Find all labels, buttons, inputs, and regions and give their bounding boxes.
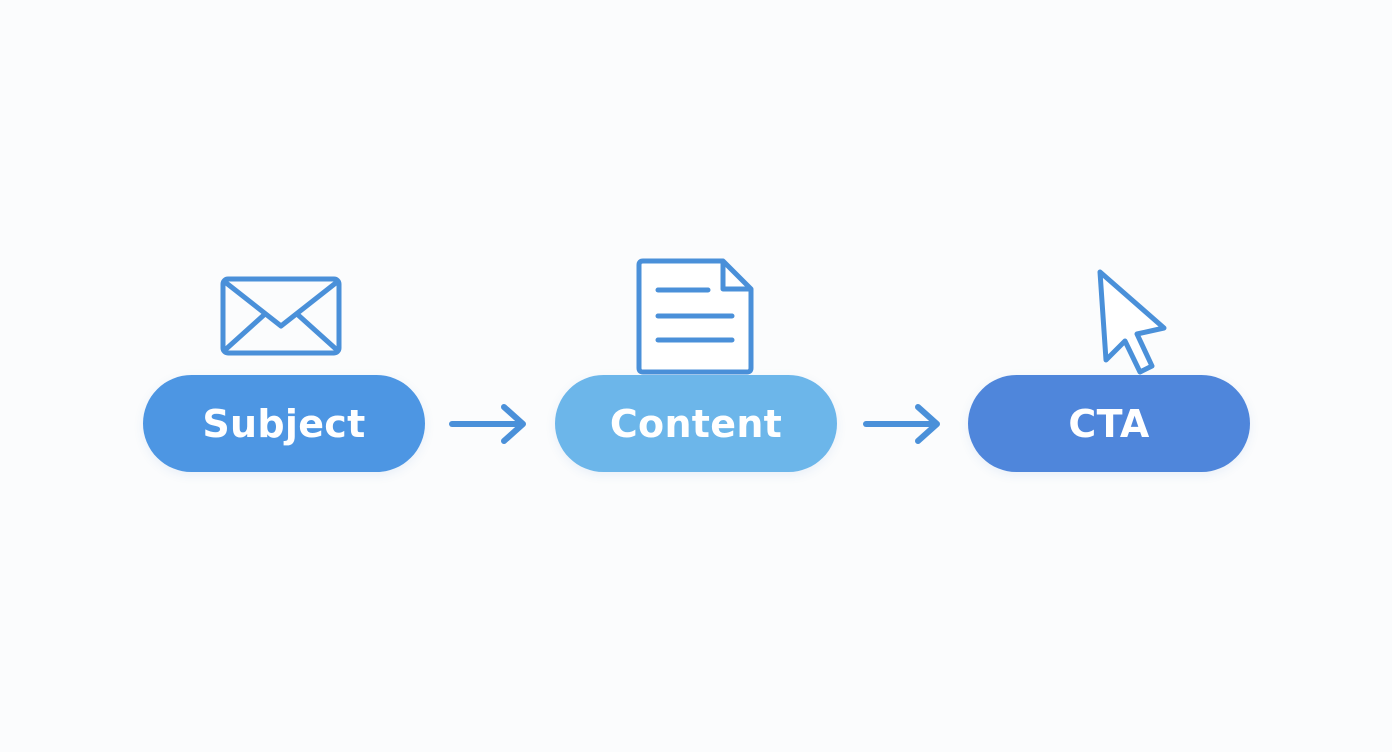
step-subject-label: Subject	[202, 401, 366, 446]
step-cta: CTA	[968, 375, 1250, 472]
envelope-icon	[220, 276, 344, 358]
arrow-right-icon	[448, 402, 530, 446]
arrow-right-icon	[862, 402, 944, 446]
cursor-pointer-icon	[1094, 268, 1172, 376]
step-subject: Subject	[143, 375, 425, 472]
document-icon	[636, 258, 756, 376]
step-cta-label: CTA	[1068, 401, 1150, 446]
step-content: Content	[555, 375, 837, 472]
step-content-label: Content	[609, 401, 783, 446]
